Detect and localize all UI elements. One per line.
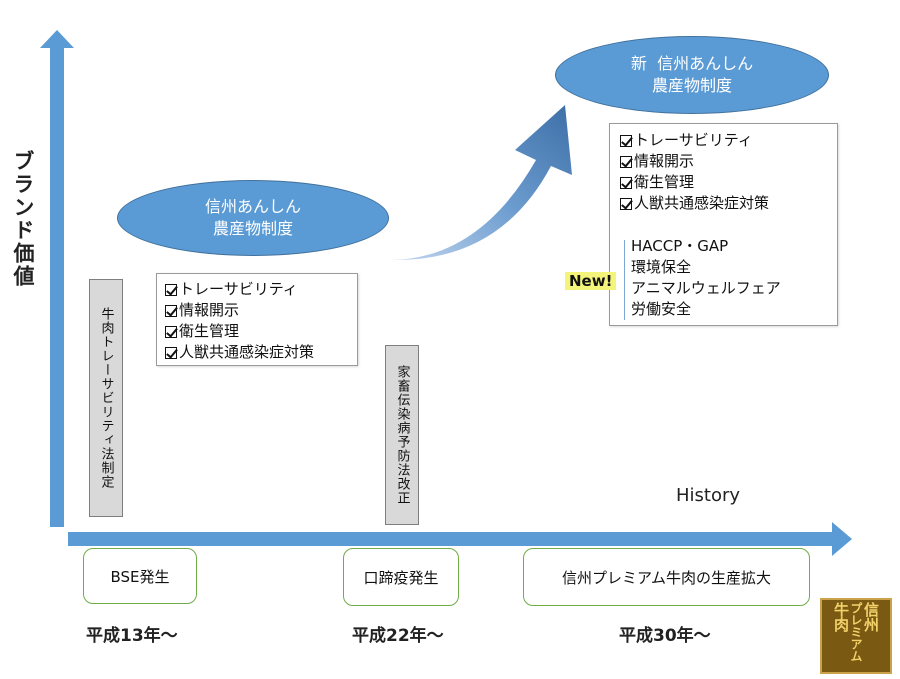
checklist-item: 情報開示 — [165, 300, 357, 321]
checklist-base: トレーサビリティ 情報開示 衛生管理 人獣共通感染症対策 — [156, 273, 358, 366]
anshin-system-ellipse: 信州あんしん 農産物制度 — [117, 180, 389, 256]
new-items-list: HACCP・GAP 環境保全 アニマルウェルフェア 労働安全 — [631, 236, 781, 320]
ellipse-line-1: 新 信州あんしん — [630, 54, 754, 73]
y-axis-arrow — [40, 30, 74, 527]
checklist-item: 衛生管理 — [165, 321, 357, 342]
x-axis-label: History — [676, 485, 741, 506]
checkbox-checked-icon — [620, 197, 632, 210]
event-bse: BSE発生 — [83, 548, 197, 604]
era-label: 平成13年〜 — [86, 626, 178, 646]
growth-arrow — [392, 105, 572, 261]
checklist-item: 衛生管理 — [620, 172, 837, 193]
checklist-item: 情報開示 — [620, 151, 837, 172]
checklist-item: トレーサビリティ — [165, 279, 357, 300]
livestock-disease-law-box: 家畜伝染病予防法改正 — [385, 345, 419, 525]
checkbox-checked-icon — [620, 176, 632, 189]
checkbox-checked-icon — [165, 325, 177, 338]
era-label: 平成30年〜 — [619, 626, 711, 646]
new-badge: New! — [565, 272, 617, 290]
checkbox-checked-icon — [165, 304, 177, 317]
checkbox-checked-icon — [165, 283, 177, 296]
new-anshin-system-ellipse: 新 信州あんしん 農産物制度 — [555, 36, 829, 114]
ellipse-line-1: 信州あんしん — [204, 197, 301, 216]
checklist-new: トレーサビリティ 情報開示 衛生管理 人獣共通感染症対策 — [609, 123, 838, 326]
beef-traceability-law-box: 牛肉トレーサビリティ法制定 — [89, 279, 123, 517]
ellipse-line-2: 農産物制度 — [651, 76, 732, 95]
new-item: HACCP・GAP — [631, 237, 729, 255]
checkbox-checked-icon — [620, 134, 632, 147]
era-label: 平成22年〜 — [352, 626, 444, 646]
shinshu-premium-beef-logo: 信州 プレミアム 牛肉 — [820, 598, 892, 674]
event-premium-beef-expansion: 信州プレミアム牛肉の生産拡大 — [523, 548, 810, 606]
y-axis-label: ブランド価値 — [11, 150, 35, 288]
x-axis-arrow — [68, 522, 852, 556]
ellipse-line-2: 農産物制度 — [212, 219, 293, 238]
checklist-item: 人獣共通感染症対策 — [620, 193, 837, 214]
checkbox-checked-icon — [165, 346, 177, 359]
checklist-item: トレーサビリティ — [620, 130, 837, 151]
checkbox-checked-icon — [620, 155, 632, 168]
new-item: 環境保全 — [631, 258, 692, 276]
new-item: アニマルウェルフェア — [631, 279, 781, 297]
new-items-bracket — [624, 240, 629, 320]
event-foot-and-mouth: 口蹄疫発生 — [343, 548, 459, 606]
new-item: 労働安全 — [631, 300, 692, 318]
checklist-item: 人獣共通感染症対策 — [165, 342, 357, 363]
